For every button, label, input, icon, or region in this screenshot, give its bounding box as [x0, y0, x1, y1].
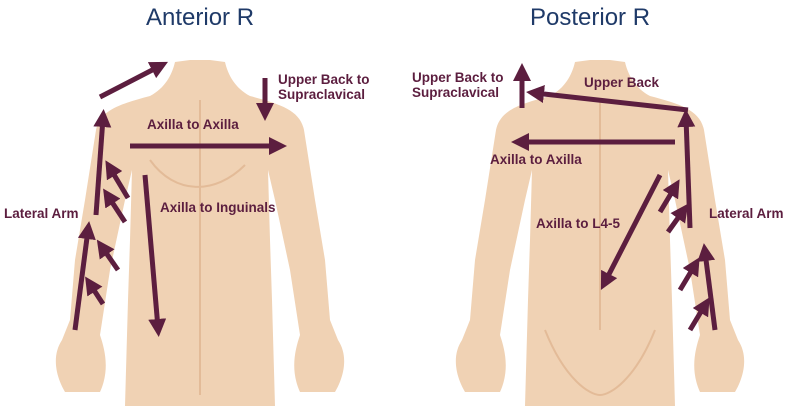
arrow-ant-axilla-to-inguinals	[142, 174, 167, 337]
arrow-post-lateral-arm-upper	[677, 109, 696, 229]
ant-label-lateral-arm: Lateral Arm	[4, 206, 79, 221]
arrow-post-small-1	[657, 179, 680, 214]
posterior-body	[455, 60, 745, 406]
post-label-upper-back: Upper Back	[584, 75, 660, 90]
post-label-lateral-arm: Lateral Arm	[709, 206, 784, 221]
arrow-ant-lateral-arm-upper	[93, 109, 112, 216]
arrow-post-lateral-arm-lower	[697, 243, 718, 331]
arrow-ant-lateral-arm-lower	[72, 221, 96, 331]
anterior-body	[55, 60, 345, 406]
posterior-spine-shading	[544, 100, 656, 397]
ant-label-upper-back-line1: Upper Back to	[278, 72, 370, 87]
anterior-chest-shading	[149, 100, 246, 395]
anterior-title: Anterior R	[146, 4, 255, 31]
arrow-ant-shoulder	[98, 61, 168, 100]
arrow-post-small-2	[665, 203, 689, 234]
arrow-post-small-4	[687, 297, 710, 332]
arrow-ant-small-4	[85, 276, 106, 306]
arrow-ant-small-2	[103, 188, 128, 224]
post-label-upper-back-line2: Supraclavical	[412, 85, 500, 100]
post-label-upper-back-line1: Upper Back to	[412, 70, 504, 85]
ant-label-upper-back-line2: Supraclavical	[278, 87, 366, 102]
posterior-title: Posterior R	[530, 4, 651, 31]
arrow-post-small-3	[677, 257, 700, 292]
arrow-post-upper-back	[526, 85, 689, 113]
ant-label-upper-back: Upper Back to Supraclavical	[278, 72, 370, 102]
arrow-ant-small-3	[96, 239, 121, 272]
arrow-post-axilla-to-l45	[600, 173, 663, 291]
post-label-axilla-to-axilla: Axilla to Axilla	[490, 152, 582, 167]
post-label-axilla-to-l45: Axilla to L4-5	[536, 216, 621, 231]
arrow-ant-small-1	[105, 160, 131, 200]
ant-label-axilla-to-axilla: Axilla to Axilla	[147, 117, 239, 132]
post-label-upper-back-supraclavical: Upper Back to Supraclavical	[412, 70, 504, 100]
ant-label-axilla-to-inguinals: Axilla to Inguinals	[160, 200, 276, 215]
